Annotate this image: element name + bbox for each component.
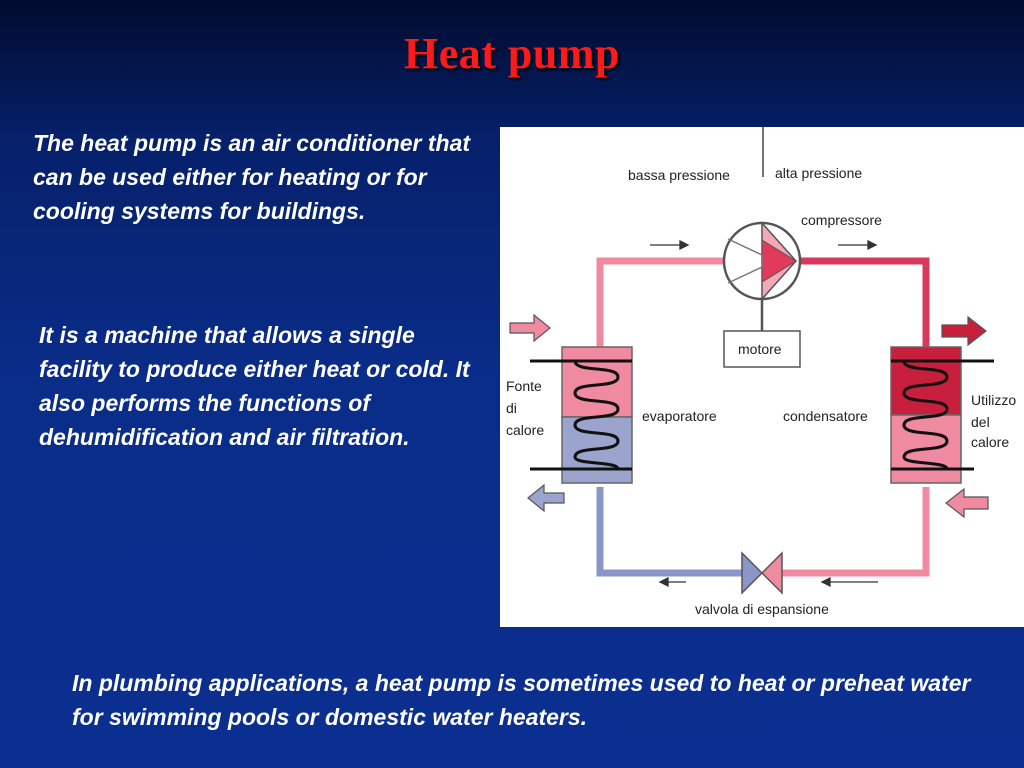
expansion-valve-label: valvola di espansione [695, 601, 829, 617]
plumbing-paragraph: In plumbing applications, a heat pump is… [72, 670, 971, 730]
suction-pipe [596, 257, 728, 347]
low-pressure-label: bassa pressione [628, 167, 730, 183]
heat-use-label-1: Utilizzo [971, 392, 1016, 408]
condenser-label: condensatore [783, 408, 868, 424]
compressor-label: compressore [801, 212, 882, 228]
motor-label: motore [738, 341, 782, 357]
heat-source-label-3: calore [506, 422, 544, 438]
heat-source-label-2: di [506, 400, 517, 416]
compressor-icon [722, 221, 802, 301]
return-pipe [596, 487, 742, 577]
evaporator-icon [530, 346, 633, 484]
slide-title: Heat pump [404, 29, 620, 78]
motor-box [723, 330, 801, 368]
high-pressure-label: alta pressione [775, 165, 862, 181]
function-paragraph: It is a machine that allows a single fac… [39, 322, 470, 450]
heat-out-arrow-icon [941, 315, 987, 347]
discharge-pipe [796, 257, 930, 347]
flow-arrows [650, 239, 878, 588]
expansion-valve-icon [741, 551, 783, 595]
liquid-pipe [782, 487, 930, 577]
condenser-icon [890, 346, 994, 484]
heat-pump-diagram: bassa pressione alta pressione compresso… [500, 127, 1024, 627]
heat-source-label-1: Fonte [506, 378, 542, 394]
heat-use-label-3: calore [971, 434, 1009, 450]
evaporator-label: evaporatore [642, 408, 717, 424]
intro-paragraph: The heat pump is an air conditioner that… [33, 130, 471, 224]
cold-out-arrow-icon [527, 483, 565, 513]
heat-in-arrow-icon [509, 313, 551, 343]
cool-in-arrow-icon [945, 487, 989, 519]
heat-use-label-2: del [971, 414, 990, 430]
